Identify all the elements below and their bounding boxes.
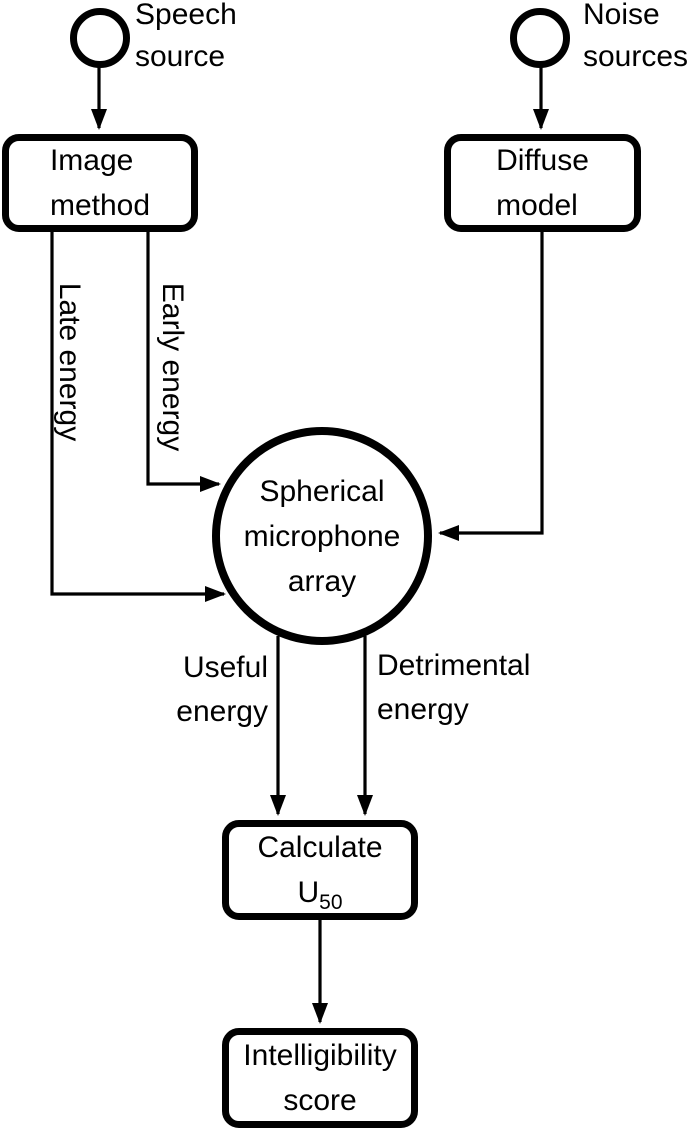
spherical-array-label-line3: array	[287, 564, 357, 598]
useful-energy-label: Useful energy	[176, 646, 268, 734]
speech-source-label: Speech source	[135, 0, 237, 78]
spherical-microphone-array-node: Spherical microphone array	[212, 427, 432, 645]
image-method-label-line2: method	[49, 189, 151, 222]
intelligibility-score-node: Intelligibility score	[222, 1028, 418, 1128]
calculate-u50-node: Calculate U50	[222, 820, 418, 920]
speech-source-label-line1: Speech	[135, 0, 237, 31]
noise-sources-node	[510, 8, 570, 68]
diffuse-model-label-line2: model	[496, 189, 578, 222]
useful-energy-label-line2: energy	[176, 695, 268, 728]
spherical-array-label-line1: Spherical	[259, 474, 385, 508]
useful-energy-label-line1: Useful	[182, 651, 268, 684]
diffuse-model-label-line1: Diffuse	[496, 144, 589, 177]
noise-sources-label-line2: sources	[583, 40, 689, 73]
detrimental-energy-label-line1: Detrimental	[377, 649, 531, 682]
image-method-node: Image method	[2, 134, 198, 232]
speech-source-label-line2: source	[135, 40, 226, 73]
late-energy-label: Late energy	[53, 282, 86, 442]
intelligibility-score-label-line1: Intelligibility	[243, 1039, 397, 1072]
noise-sources-label: Noise sources	[583, 0, 688, 78]
image-method-label-line1: Image	[49, 144, 134, 177]
intelligibility-score-label-line2: score	[283, 1084, 357, 1117]
diffuse-model-node: Diffuse model	[444, 134, 641, 232]
calculate-u50-metric-base: U	[297, 876, 320, 909]
calculate-u50-metric: U50	[257, 870, 382, 915]
arrow-diffuse-model-to-array	[438, 230, 544, 541]
speech-source-node	[70, 8, 130, 68]
calculate-u50-metric-sub: 50	[319, 891, 343, 914]
detrimental-energy-label-line2: energy	[377, 693, 469, 726]
spherical-array-label-line2: microphone	[243, 519, 401, 553]
noise-sources-label-line1: Noise	[583, 0, 660, 31]
calculate-u50-label-line1: Calculate	[257, 831, 383, 864]
detrimental-energy-label: Detrimental energy	[377, 644, 530, 732]
early-energy-label: Early energy	[156, 282, 189, 452]
